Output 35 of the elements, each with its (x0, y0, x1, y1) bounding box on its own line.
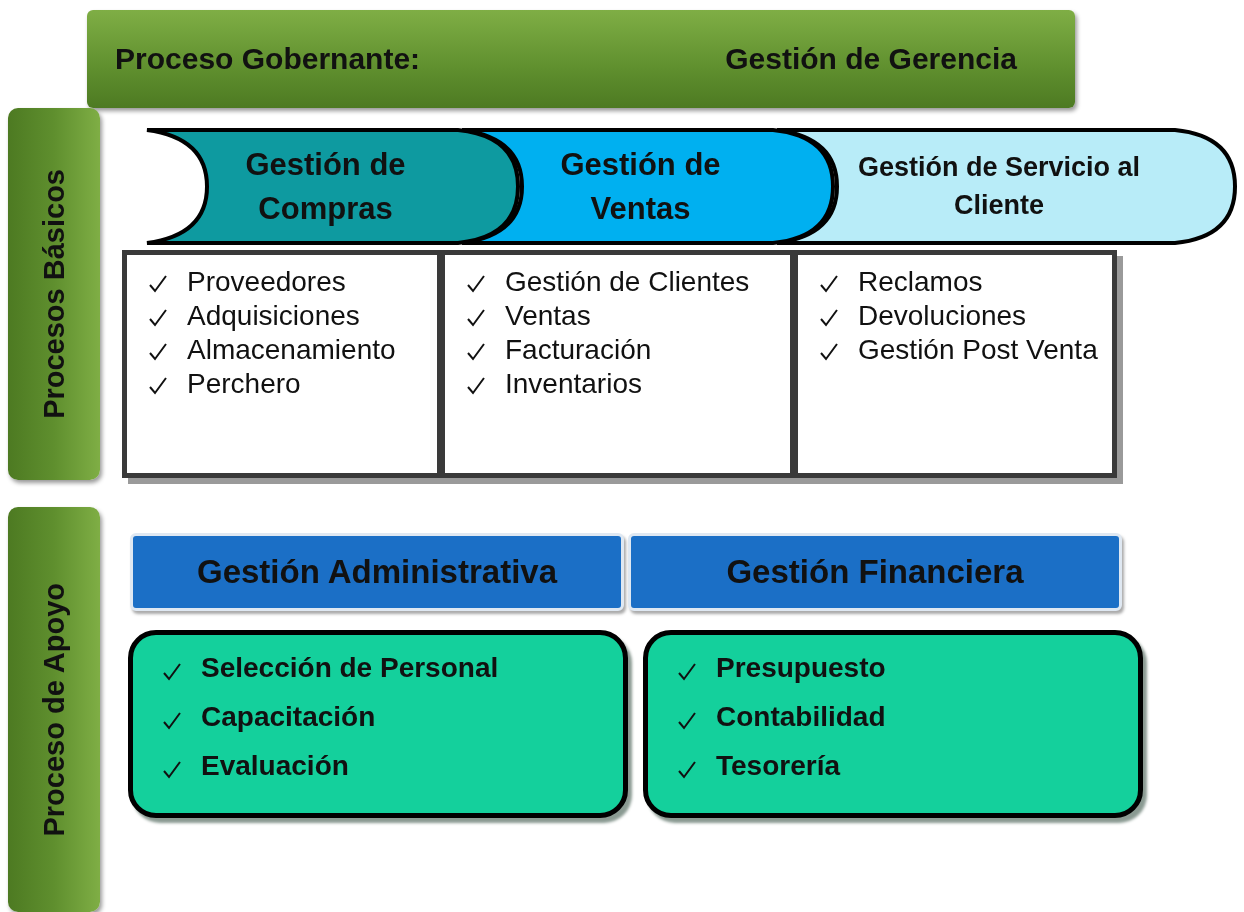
chevron-title: Gestión de Ventas (559, 146, 722, 228)
process-label: Proceso Gobernante: (115, 42, 421, 76)
list-item: Tesorería (716, 749, 840, 783)
rounded-panel (643, 630, 1143, 818)
list-item: Evaluación (201, 749, 349, 783)
section-label: Procesos Básicos (37, 169, 71, 419)
list-item: Facturación (505, 333, 652, 367)
chevron-shape (460, 128, 835, 245)
list-item: Capacitación (201, 700, 376, 734)
list-item: Inventarios (505, 367, 642, 401)
header-bar (130, 533, 624, 611)
rounded-panel (128, 630, 628, 818)
header-bar (628, 533, 1122, 611)
list-item: Adquisiciones (187, 299, 360, 333)
list-item: Perchero (187, 367, 301, 401)
list-item: Almacenamiento (187, 333, 396, 367)
list-item: Devoluciones (858, 299, 1027, 333)
process-bar (87, 10, 1075, 108)
chevron-shape (145, 128, 520, 245)
list-item: Presupuesto (716, 651, 886, 685)
section-tab (8, 507, 100, 912)
section-tab (8, 108, 100, 480)
list-item: Gestión de Clientes (505, 265, 750, 299)
list-item: Gestión Post Venta (858, 333, 1098, 367)
list-item: Proveedores (187, 265, 346, 299)
process-title: Gestión de Gerencia (725, 42, 1017, 76)
section-label: Proceso de Apoyo (37, 582, 71, 837)
list-item: Ventas (505, 299, 591, 333)
header-title: Gestión Financiera (726, 553, 1024, 591)
list-item: Selección de Personal (201, 651, 499, 685)
list-item: Reclamos (858, 265, 983, 299)
header-title: Gestión Administrativa (197, 553, 557, 591)
chevron-title: Gestión de Compras (244, 146, 407, 228)
chevron-title: Gestión de Servicio al Cliente (856, 150, 1142, 222)
list-item: Contabilidad (716, 700, 886, 734)
